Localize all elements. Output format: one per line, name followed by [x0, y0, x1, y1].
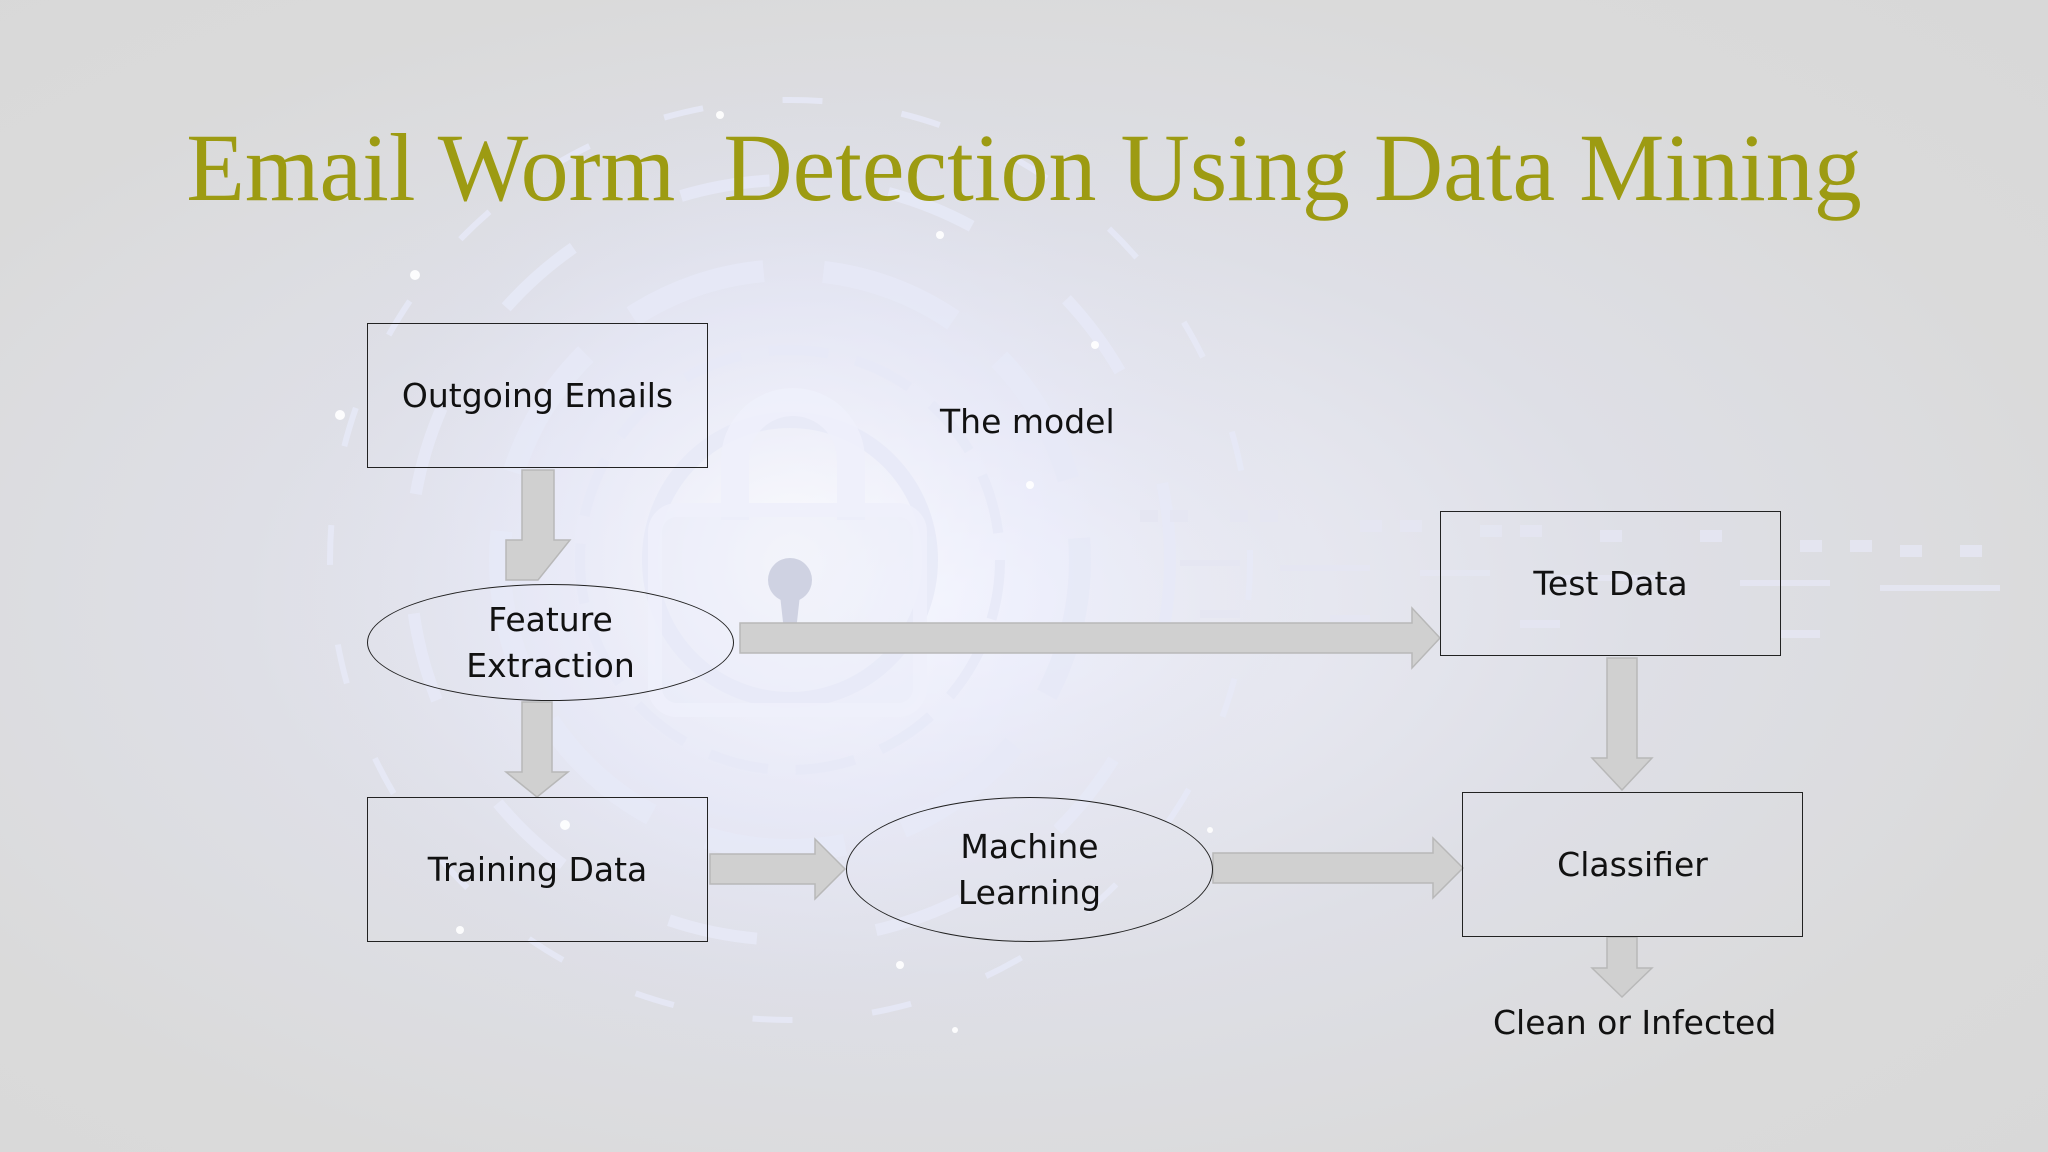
arrow-training-to-ml: [709, 837, 847, 901]
arrow-classifier-to-output: [1590, 936, 1654, 999]
node-training-data-label: Training Data: [427, 849, 648, 889]
node-training-data: Training Data: [367, 797, 708, 942]
node-classifier-label: Classifier: [1557, 844, 1708, 884]
node-test-data: Test Data: [1440, 511, 1781, 656]
model-label: The model: [940, 402, 1115, 441]
arrow-ml-to-classifier: [1212, 836, 1465, 900]
node-outgoing-emails: Outgoing Emails: [367, 323, 708, 468]
arrow-feature-to-training: [503, 701, 571, 798]
arrow-outgoing-to-feature: [505, 469, 572, 581]
node-machine-learning-line2: Learning: [957, 872, 1102, 912]
node-machine-learning-line1: Machine: [960, 826, 1099, 866]
slide-title: Email Worm Detection Using Data Mining: [186, 114, 1862, 221]
node-feature-extraction-line1: Feature: [488, 599, 613, 639]
arrow-feature-to-test: [739, 606, 1442, 670]
node-machine-learning: Machine Learning: [846, 797, 1213, 942]
output-label: Clean or Infected: [1493, 1003, 1777, 1042]
arrow-test-to-classifier: [1590, 657, 1654, 792]
node-feature-extraction: Feature Extraction: [367, 584, 734, 701]
node-feature-extraction-line2: Extraction: [466, 645, 635, 685]
node-test-data-label: Test Data: [1533, 563, 1688, 603]
node-classifier: Classifier: [1462, 792, 1803, 937]
node-outgoing-emails-label: Outgoing Emails: [401, 375, 674, 415]
